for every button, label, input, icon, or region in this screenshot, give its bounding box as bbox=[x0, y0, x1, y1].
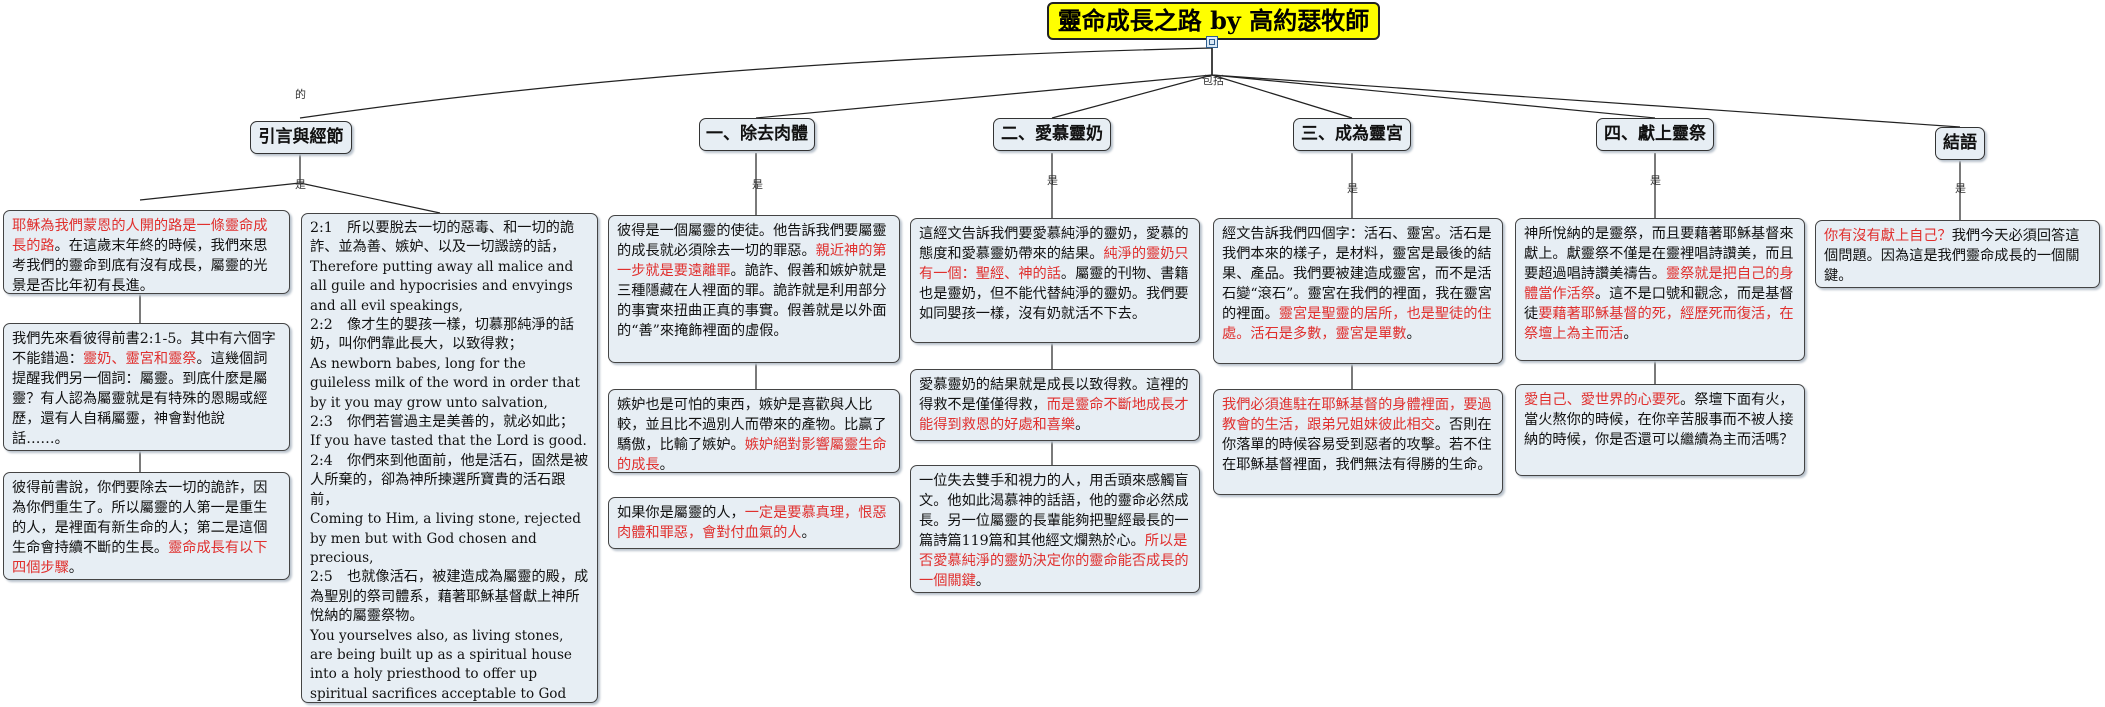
card-text-red: 一定是要慕真理，恨惡肉體和罪惡，會對付血氣的人 bbox=[617, 505, 887, 541]
card-text-red: 要藉著耶穌基督的死，經歷死而復活，在祭壇上為主而活 bbox=[1524, 306, 1794, 342]
connector-intro-branches bbox=[139, 153, 441, 214]
verse-line: 2:2 像才生的嬰孩一樣，切慕那純淨的話奶，叫你們靠此長大，以致得救； bbox=[310, 317, 575, 353]
card-text: 彼得是一個屬靈的使徒。他告訴我們要屬靈的成長就必須除去一切的罪惡。 bbox=[617, 223, 887, 259]
card-text: 。 bbox=[975, 573, 990, 589]
map-node-icon bbox=[1206, 36, 1218, 48]
card-text: 這經文告訴我們要愛慕純淨的靈奶，愛慕的態度和愛慕靈奶帶來的結果。 bbox=[919, 226, 1189, 262]
link-label-shi-intro: 是 bbox=[295, 178, 306, 191]
verse-line: 2:4 你們來到他面前，他是活石，固然是被人所棄的，卻為神所揀選所寶貴的活石跟前… bbox=[310, 452, 589, 508]
card-text: 嫉妒也是可怕的東西，嫉妒是喜歡與人比較，並且比不過別人而帶來的產物。比贏了驕傲，… bbox=[617, 397, 887, 453]
topic-spiritual-sacrifice[interactable]: 四、獻上靈祭 bbox=[1596, 118, 1714, 151]
topic-spiritual-milk[interactable]: 二、愛慕靈奶 bbox=[993, 118, 1111, 151]
card-text: 神所悅納的是靈祭，而且要藉著耶穌基督來獻上。獻靈祭不僅是在靈裡唱詩讚美，而且要超… bbox=[1524, 226, 1794, 282]
card-text: 。這不是口號和觀念，而是基督徒 bbox=[1524, 286, 1794, 322]
card-text-red: 愛自己、愛世界的心要死 bbox=[1524, 392, 1681, 408]
card-text: 。詭詐、假善和嫉妒就是三種隱藏在人裡面的罪。詭詐就是利用部分的事實來扭曲正真的事… bbox=[617, 263, 887, 339]
card-milk-1[interactable]: 這經文告訴我們要愛慕純淨的靈奶，愛慕的態度和愛慕靈奶帶來的結果。純淨的靈奶只有一… bbox=[910, 218, 1200, 343]
card-text: 。這幾個詞提醒我們另一個詞：屬靈。到底什麼是屬靈？有人認為屬靈就是有特殊的恩賜或… bbox=[12, 351, 268, 447]
card-text: 經文告訴我們四個字：活石、靈宮。活石是我們本來的樣子，是材料，靈宮是最後的結果、… bbox=[1222, 226, 1492, 322]
card-text-red: 親近神的第一步就是要遠離罪 bbox=[617, 243, 887, 279]
link-label-shi-flesh: 是 bbox=[752, 178, 763, 191]
card-milk-3[interactable]: 一位失去雙手和視力的人，用舌頭來感觸盲文。他如此渴慕神的話語，他的靈命必然成長。… bbox=[910, 465, 1200, 593]
verse-line: 2:1 所以要脫去一切的惡毒、和一切的詭詐、並為善、嫉妒、以及一切譭謗的話， bbox=[310, 220, 575, 256]
card-text-red: 而是靈命不斷地成長才能得到救恩的好處和喜樂 bbox=[919, 397, 1189, 433]
card-text-red: 靈祭就是把自己的身體當作活祭 bbox=[1524, 266, 1794, 302]
verse-line-english: If you have tasted that the Lord is good… bbox=[310, 433, 587, 450]
topic-conclusion[interactable]: 結語 bbox=[1935, 127, 1985, 160]
card-text: 。 bbox=[1623, 326, 1638, 342]
card-text: 。否則在你落單的時候容易受到惡者的攻擊。若不住在耶穌基督裡面，我們無法有得勝的生… bbox=[1222, 417, 1492, 473]
card-text: 如果你是屬靈的人， bbox=[617, 505, 745, 521]
card-flesh-1[interactable]: 彼得是一個屬靈的使徒。他告訴我們要屬靈的成長就必須除去一切的罪惡。親近神的第一步… bbox=[608, 215, 900, 363]
connector-root-intro bbox=[299, 47, 1213, 119]
card-text: 。祭壇下面有火，當火熬你的時候，在你辛苦服事而不被人接納的時候，你是否還可以繼續… bbox=[1524, 392, 1794, 448]
verse-line-english: Therefore putting away all malice and al… bbox=[310, 258, 574, 314]
verse-line: 2:5 也就像活石，被建造成為屬靈的殿，成為聖別的祭司體系，藉著耶穌基督獻上神所… bbox=[310, 569, 589, 625]
card-text: 一位失去雙手和視力的人，用舌頭來感觸盲文。他如此渴慕神的話語，他的靈命必然成長。… bbox=[919, 473, 1189, 549]
card-house-1[interactable]: 經文告訴我們四個字：活石、靈宮。活石是我們本來的樣子，是材料，靈宮是最後的結果、… bbox=[1213, 218, 1503, 364]
card-text: 。 bbox=[68, 560, 83, 576]
card-text-red: 靈命成長有以下四個步驟 bbox=[12, 540, 268, 576]
link-label-shi-sacrifice: 是 bbox=[1650, 174, 1661, 187]
verse-line-english: You yourselves also, as living stones, a… bbox=[310, 627, 572, 702]
card-text: 我們先來看彼得前書2:1-5。其中有六個字不能錯過： bbox=[12, 331, 276, 367]
card-text-red: 靈宮是聖靈的居所，也是聖徒的住處。活石是多數，靈宮是單數 bbox=[1222, 306, 1492, 342]
card-text: 彼得前書說，你們要除去一切的詭詐，因為你們重生了。所以屬靈的人第一是重生的人，是… bbox=[12, 480, 268, 556]
link-label-shi-house: 是 bbox=[1347, 182, 1358, 195]
topic-remove-flesh[interactable]: 一、除去肉體 bbox=[699, 118, 815, 151]
card-conclusion-1[interactable]: 你有沒有獻上自己？我們今天必須回答這個問題。因為這是我們靈命成長的一個關鍵。 bbox=[1815, 220, 2100, 288]
card-text: 。 bbox=[1075, 417, 1090, 433]
card-text: 我們今天必須回答這個問題。因為這是我們靈命成長的一個關鍵。 bbox=[1824, 228, 2080, 284]
card-house-2[interactable]: 我們必須進駐在耶穌基督的身體裡面，要過教會的生活，跟弟兄姐妹彼此相交。否則在你落… bbox=[1213, 389, 1503, 495]
card-milk-2[interactable]: 愛慕靈奶的結果就是成長以致得救。這裡的得救不是僅僅得救，而是靈命不斷地成長才能得… bbox=[910, 369, 1200, 441]
root-topic[interactable]: 靈命成長之路 by 高約瑟牧師 bbox=[1047, 2, 1380, 40]
card-sacrifice-2[interactable]: 愛自己、愛世界的心要死。祭壇下面有火，當火熬你的時候，在你辛苦服事而不被人接納的… bbox=[1515, 384, 1805, 476]
card-intro-1[interactable]: 耶穌為我們蒙恩的人開的路是一條靈命成長的路。在這歲末年終的時候，我們來思考我們的… bbox=[3, 210, 290, 294]
card-text: 。 bbox=[1406, 326, 1421, 342]
card-text-red: 我們必須進駐在耶穌基督的身體裡面，要過教會的生活，跟弟兄姐妹彼此相交 bbox=[1222, 397, 1492, 433]
card-text-red: 耶穌為我們蒙恩的人開的路是一條靈命成長的路 bbox=[12, 218, 268, 254]
connector-root-conclusion bbox=[1211, 48, 1961, 128]
card-intro-3[interactable]: 彼得前書說，你們要除去一切的詭詐，因為你們重生了。所以屬靈的人第一是重生的人，是… bbox=[3, 472, 290, 580]
link-label-de: 的 bbox=[295, 88, 306, 101]
card-sacrifice-1[interactable]: 神所悅納的是靈祭，而且要藉著耶穌基督來獻上。獻靈祭不僅是在靈裡唱詩讚美，而且要超… bbox=[1515, 218, 1805, 361]
verse-line-english: Coming to Him, a living stone, rejected … bbox=[310, 511, 581, 566]
connector-root-sacrifice bbox=[1211, 48, 1656, 119]
card-text: 。 bbox=[801, 525, 816, 541]
card-text: 。屬靈的刊物、書籍也是靈奶，但不能代替純淨的靈奶。我們要如同嬰孩一樣，沒有奶就活… bbox=[919, 266, 1189, 322]
card-text: 愛慕靈奶的結果就是成長以致得救。這裡的得救不是僅僅得救， bbox=[919, 377, 1189, 413]
connector-root-flesh bbox=[755, 48, 1213, 119]
verse-line: 2:3 你們若嘗過主是美善的，就必如此； bbox=[310, 414, 575, 431]
card-flesh-3[interactable]: 如果你是屬靈的人，一定是要慕真理，恨惡肉體和罪惡，會對付血氣的人。 bbox=[608, 497, 900, 549]
card-flesh-2[interactable]: 嫉妒也是可怕的東西，嫉妒是喜歡與人比較，並且比不過別人而帶來的產物。比贏了驕傲，… bbox=[608, 389, 900, 473]
topic-intro[interactable]: 引言與經節 bbox=[250, 121, 352, 154]
card-text: 。在這歲末年終的時候，我們來思考我們的靈命到底有沒有成長，屬靈的光景是否比年初有… bbox=[12, 238, 268, 294]
card-text-red: 純淨的靈奶只有一個：聖經、神的話 bbox=[919, 246, 1189, 282]
card-text-red: 嫉妒絕對影響屬靈生命的成長 bbox=[617, 437, 887, 473]
card-scripture-verses[interactable]: 2:1 所以要脫去一切的惡毒、和一切的詭詐、並為善、嫉妒、以及一切譭謗的話， T… bbox=[301, 213, 598, 703]
card-text: 。 bbox=[659, 457, 674, 473]
topic-spiritual-house[interactable]: 三、成為靈宮 bbox=[1293, 118, 1411, 151]
link-label-shi-milk: 是 bbox=[1047, 174, 1058, 187]
card-text-red: 所以是否愛慕純淨的靈奶決定你的靈命能否成長的一個關鍵 bbox=[919, 533, 1189, 589]
card-intro-2[interactable]: 我們先來看彼得前書2:1-5。其中有六個字不能錯過：靈奶、靈宮和靈祭。這幾個詞提… bbox=[3, 323, 290, 451]
link-label-shi-conclusion: 是 bbox=[1955, 182, 1966, 195]
card-text-red: 靈奶、靈宮和靈祭 bbox=[82, 351, 197, 367]
verse-line-english: As newborn babes, long for the guileless… bbox=[310, 355, 580, 411]
link-label-include: 包括 bbox=[1202, 74, 1224, 87]
card-text-red: 你有沒有獻上自己？ bbox=[1824, 228, 1952, 244]
